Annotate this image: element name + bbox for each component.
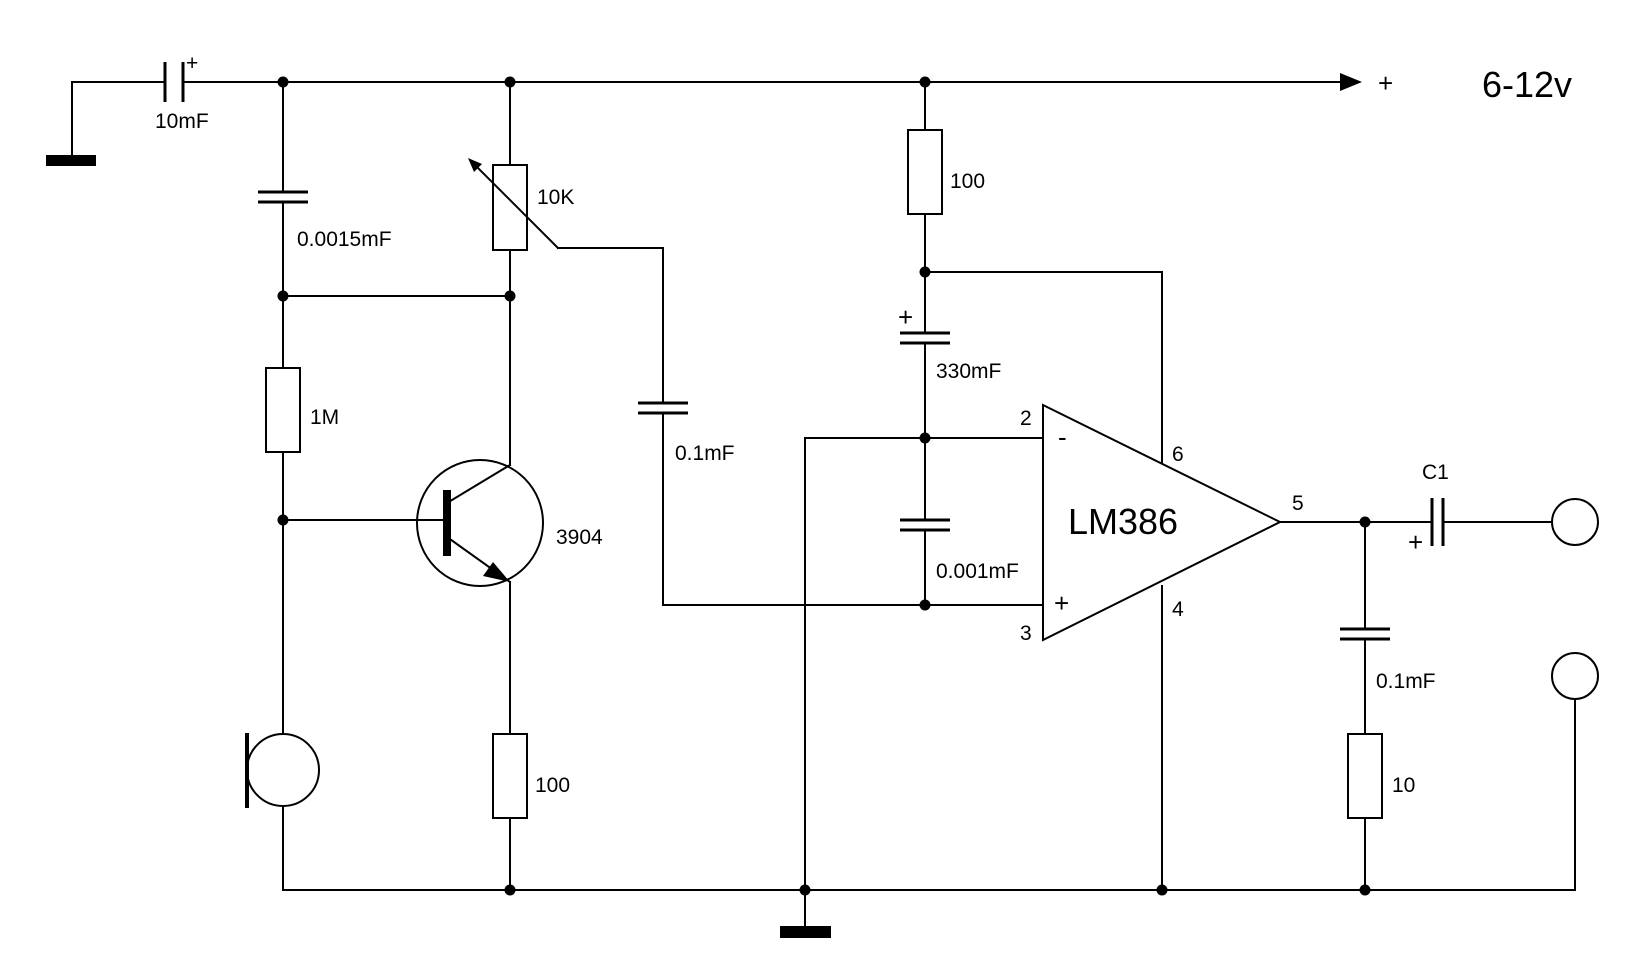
- emitter-resistor-label: 100: [535, 774, 570, 797]
- coupling-capacitor-label: 0.1mF: [675, 442, 735, 465]
- input-capacitor: [163, 62, 185, 102]
- microphone-icon: [245, 733, 320, 808]
- pin-2-label: 2: [1020, 407, 1032, 430]
- supply-resistor: [907, 129, 943, 215]
- pin-6-label: 6: [1172, 443, 1184, 466]
- ground-symbol-main: [780, 926, 831, 938]
- emitter-resistor: [492, 733, 528, 819]
- amplifier-name: LM386: [1068, 501, 1178, 542]
- bias-resistor: [265, 367, 301, 453]
- supply-resistor-label: 100: [950, 170, 985, 193]
- emitter-arrow-icon: [483, 562, 510, 582]
- zobel-resistor-label: 10: [1392, 774, 1415, 797]
- feedback-capacitor-label: 0.0015mF: [297, 228, 392, 251]
- output-capacitor-polarity: +: [1408, 527, 1423, 557]
- junction-dots: [277, 76, 1371, 896]
- potentiometer-label: 10K: [537, 186, 574, 209]
- amplifier-inverting-sign: -: [1058, 422, 1067, 452]
- input-filter-capacitor: [900, 518, 950, 532]
- zobel-capacitor-label: 0.1mF: [1376, 670, 1436, 693]
- amplifier-noninverting-sign: +: [1054, 588, 1069, 618]
- pin-5-label: 5: [1292, 492, 1304, 515]
- input-capacitor-label: 10mF: [155, 110, 209, 133]
- transistor: [416, 459, 544, 587]
- output-terminal-ground: [1551, 652, 1599, 700]
- feedback-capacitor: [258, 190, 308, 204]
- ground-symbol-input: [46, 155, 96, 166]
- supply-voltage-label: 6-12v: [1482, 64, 1572, 105]
- lm386-amplifier: [1042, 403, 1283, 642]
- output-capacitor: [1430, 498, 1445, 546]
- supply-plus-sign: +: [1378, 68, 1393, 98]
- zobel-resistor: [1347, 733, 1383, 819]
- pin-3-label: 3: [1020, 622, 1032, 645]
- supply-capacitor-polarity: +: [898, 302, 913, 332]
- supply-capacitor: [900, 331, 950, 345]
- output-terminal-signal: [1551, 498, 1599, 546]
- bias-resistor-label: 1M: [310, 406, 339, 429]
- potentiometer: [468, 158, 560, 251]
- pin-4-label: 4: [1172, 598, 1184, 621]
- supply-arrow-icon: [1340, 73, 1362, 91]
- transistor-label: 3904: [556, 526, 603, 549]
- input-filter-capacitor-label: 0.001mF: [936, 560, 1019, 583]
- zobel-capacitor: [1340, 627, 1390, 641]
- supply-capacitor-label: 330mF: [936, 360, 1001, 383]
- input-capacitor-polarity: +: [186, 52, 198, 75]
- coupling-capacitor: [638, 401, 688, 415]
- output-capacitor-name: C1: [1422, 461, 1449, 484]
